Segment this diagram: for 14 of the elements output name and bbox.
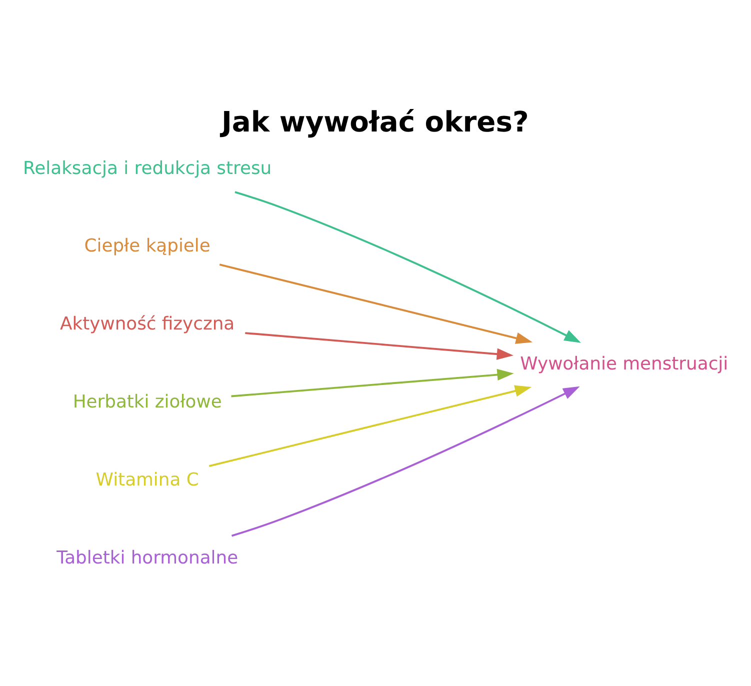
node-text: Witamina C [96, 469, 199, 490]
node-text: Herbatki ziołowe [72, 391, 222, 412]
diagram-title: Jak wywołać okres? [221, 104, 529, 138]
node-text: Wywołanie menstruacji [520, 352, 728, 374]
arrow [208, 384, 532, 466]
arrow [234, 190, 581, 342]
node-text: Relaksacja i redukcja stresu [23, 157, 272, 178]
node-text: Ciepłe kąpiele [84, 235, 210, 256]
arrow [245, 332, 514, 360]
node-text: Tabletki hormonalne [56, 547, 238, 568]
arrow [231, 368, 514, 397]
arrow [219, 263, 533, 344]
node-text: Aktywność fizyczna [60, 313, 235, 334]
arrow [231, 386, 580, 536]
